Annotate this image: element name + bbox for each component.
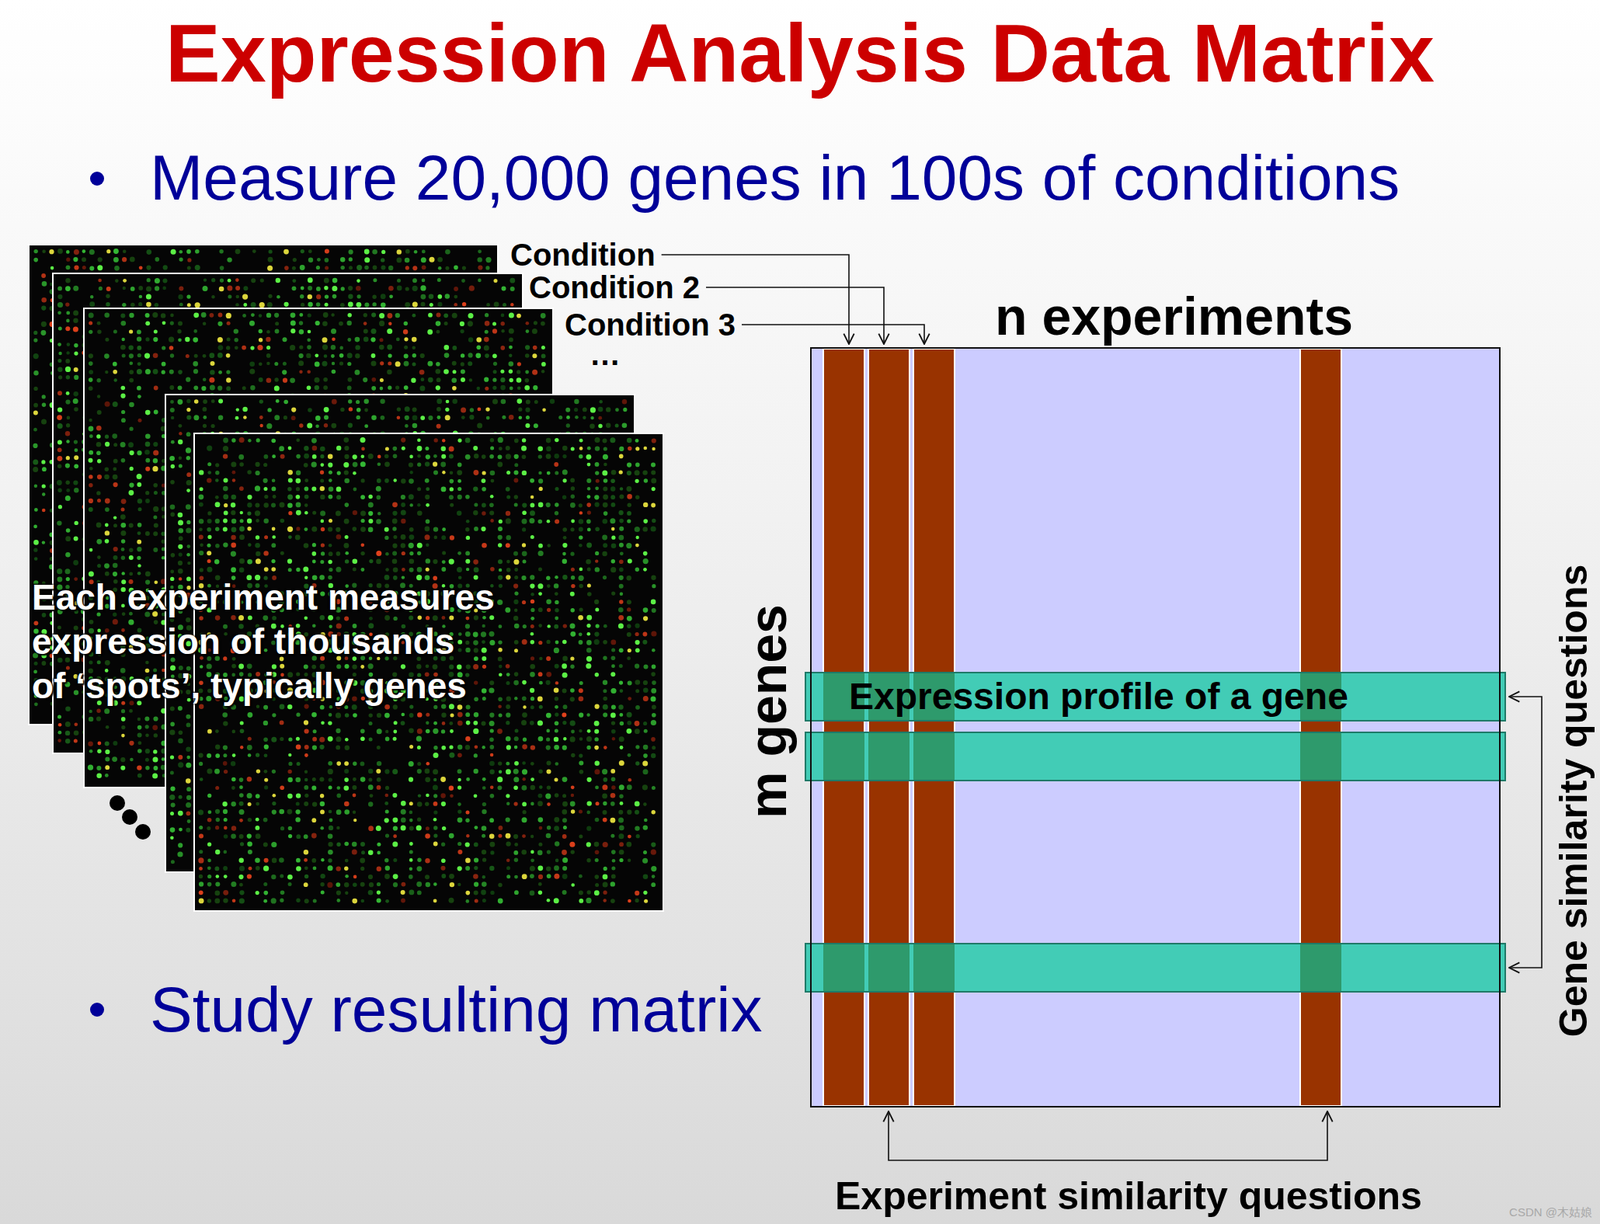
slide: Expression Analysis Data MatrixMeasure 2… — [0, 0, 1600, 1224]
